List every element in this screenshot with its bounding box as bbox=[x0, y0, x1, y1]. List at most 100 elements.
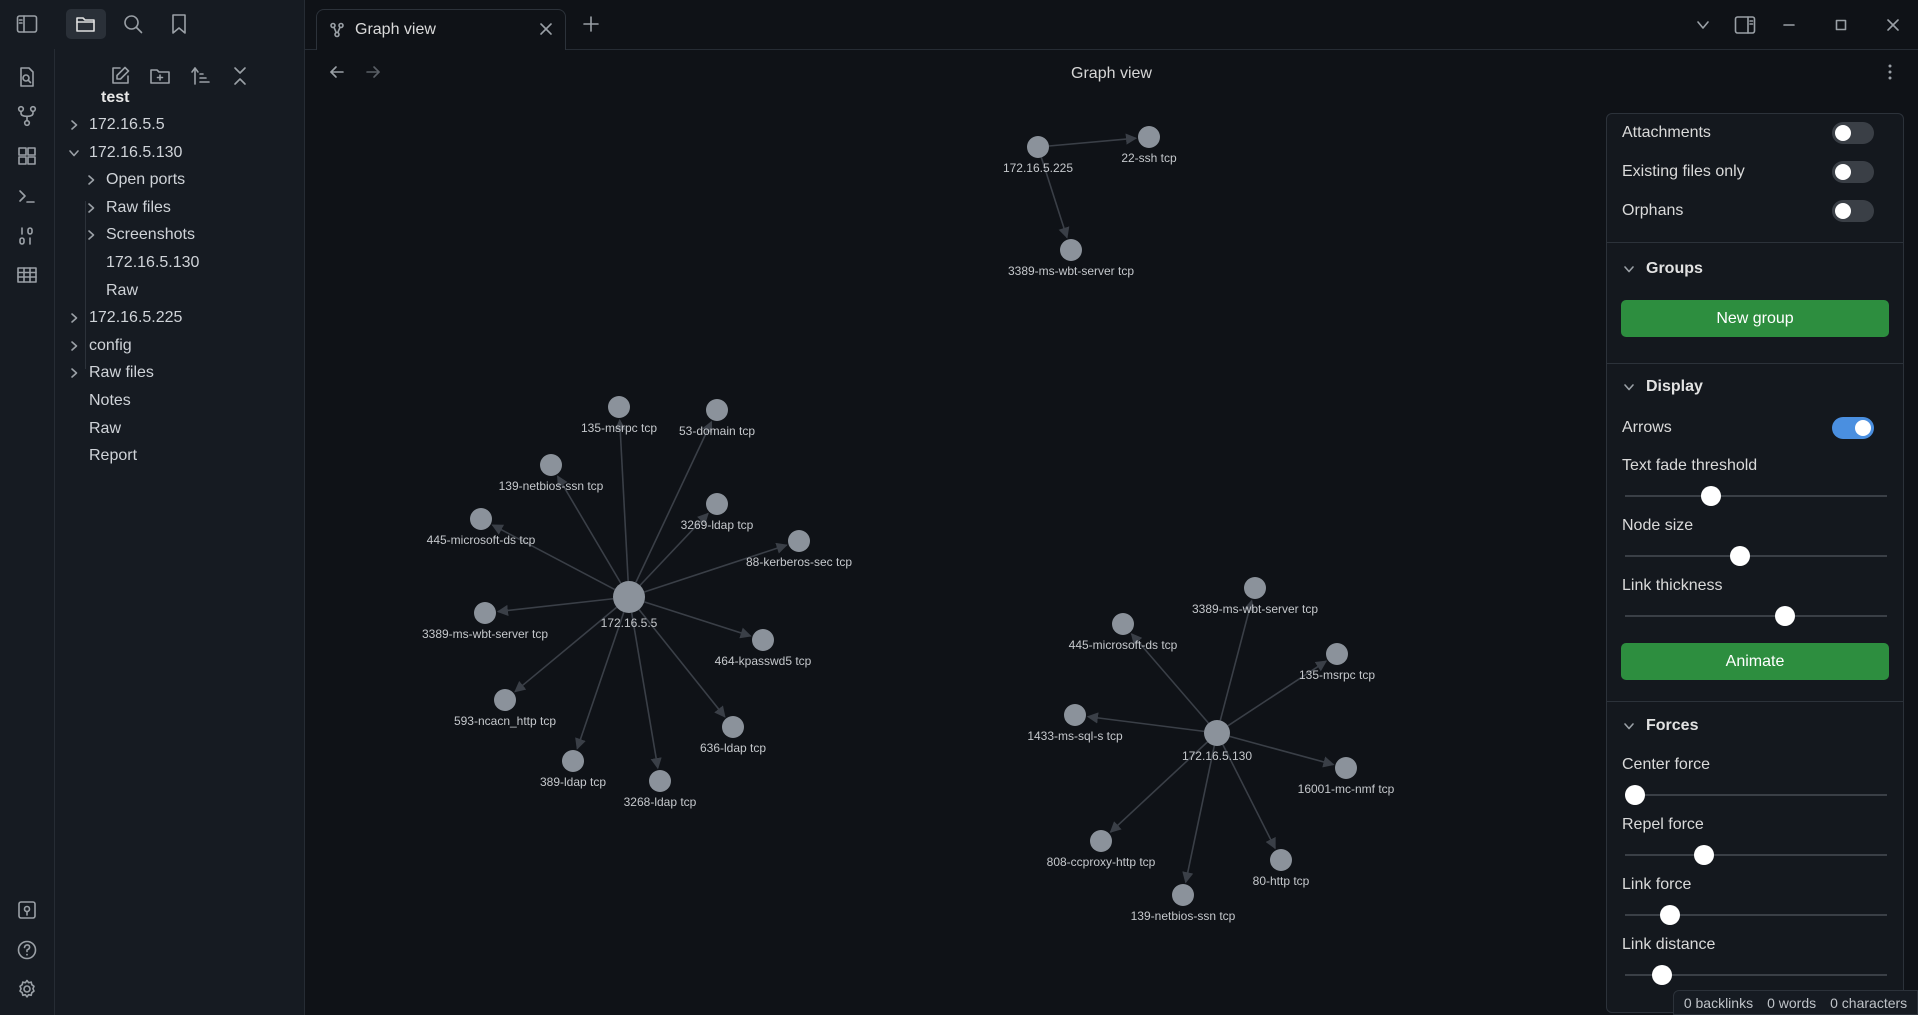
settings-button[interactable] bbox=[12, 974, 42, 1004]
graph-node-circle[interactable] bbox=[540, 454, 562, 476]
slider-thumb[interactable] bbox=[1625, 785, 1646, 805]
graph-node-circle[interactable] bbox=[1172, 884, 1194, 906]
tree-file[interactable]: Raw bbox=[65, 415, 121, 443]
binary-button[interactable] bbox=[12, 221, 42, 251]
graph-node[interactable]: 445-microsoft-ds tcp bbox=[427, 508, 536, 547]
graph-node[interactable]: 3269-ldap tcp bbox=[681, 493, 754, 532]
graph-node[interactable]: 808-ccproxy-http tcp bbox=[1047, 830, 1156, 869]
graph-node-circle[interactable] bbox=[562, 750, 584, 772]
arrows-toggle[interactable] bbox=[1832, 417, 1874, 439]
graph-node-circle[interactable] bbox=[752, 629, 774, 651]
toggle-right-sidebar-button[interactable] bbox=[1732, 12, 1758, 38]
graph-node-circle[interactable] bbox=[706, 399, 728, 421]
animate-button[interactable]: Animate bbox=[1621, 643, 1889, 680]
graph-node[interactable]: 22-ssh tcp bbox=[1121, 126, 1177, 165]
center-force-slider[interactable] bbox=[1625, 785, 1887, 805]
backlinks-count[interactable]: 0 backlinks bbox=[1683, 994, 1754, 1011]
link-force-slider[interactable] bbox=[1625, 905, 1887, 925]
graph-node-circle[interactable] bbox=[1326, 643, 1348, 665]
files-tab-button[interactable] bbox=[66, 9, 106, 39]
toggle-sidebar-button[interactable] bbox=[7, 9, 47, 39]
graph-node-circle[interactable] bbox=[1064, 704, 1086, 726]
quick-switcher-button[interactable] bbox=[12, 62, 42, 92]
vault-switcher-button[interactable] bbox=[12, 895, 42, 925]
graph-node-circle[interactable] bbox=[649, 770, 671, 792]
slider-thumb[interactable] bbox=[1774, 606, 1795, 626]
close-window-button[interactable] bbox=[1880, 12, 1906, 38]
graph-node[interactable]: 139-netbios-ssn tcp bbox=[499, 454, 604, 493]
graph-node[interactable]: 88-kerberos-sec tcp bbox=[746, 530, 852, 569]
graph-node-circle[interactable] bbox=[1060, 239, 1082, 261]
minimize-button[interactable] bbox=[1776, 12, 1802, 38]
tree-folder[interactable]: Screenshots bbox=[82, 221, 195, 249]
close-tab-icon[interactable] bbox=[537, 20, 555, 38]
node-size-slider[interactable] bbox=[1625, 546, 1887, 566]
orphans-toggle[interactable] bbox=[1832, 200, 1874, 222]
text-fade-slider[interactable] bbox=[1625, 486, 1887, 506]
vault-root[interactable]: test bbox=[101, 89, 130, 106]
slider-thumb[interactable] bbox=[1693, 845, 1714, 865]
graph-node-circle[interactable] bbox=[494, 689, 516, 711]
new-folder-button[interactable] bbox=[146, 62, 174, 90]
table-button[interactable] bbox=[12, 260, 42, 290]
graph-node-circle[interactable] bbox=[608, 396, 630, 418]
attachments-toggle[interactable] bbox=[1832, 122, 1874, 144]
graph-node[interactable]: 16001-mc-nmf tcp bbox=[1298, 757, 1395, 796]
graph-node[interactable]: 593-ncacn_http tcp bbox=[454, 689, 556, 728]
slider-thumb[interactable] bbox=[1730, 546, 1751, 566]
slider-thumb[interactable] bbox=[1651, 965, 1672, 985]
graph-node-circle[interactable] bbox=[1270, 849, 1292, 871]
new-tab-icon[interactable] bbox=[580, 13, 602, 35]
forces-section-header[interactable]: Forces bbox=[1620, 712, 1698, 740]
graph-view-button[interactable] bbox=[12, 101, 42, 131]
link-thickness-slider[interactable] bbox=[1625, 606, 1887, 626]
back-button[interactable] bbox=[325, 60, 349, 84]
graph-canvas[interactable]: 22-ssh tcp 3389-ms-wbt-server tcp 172.16.5… bbox=[305, 50, 1918, 1015]
display-section-header[interactable]: Display bbox=[1620, 373, 1703, 401]
new-group-button[interactable]: New group bbox=[1621, 300, 1889, 337]
graph-host-node[interactable]: 172.16.5.5 bbox=[601, 581, 658, 630]
graph-node[interactable]: 135-msrpc tcp bbox=[1299, 643, 1375, 682]
graph-node-circle[interactable] bbox=[470, 508, 492, 530]
new-note-button[interactable] bbox=[106, 62, 134, 90]
graph-node[interactable]: 3268-ldap tcp bbox=[624, 770, 697, 809]
graph-node[interactable]: 135-msrpc tcp bbox=[581, 396, 657, 435]
graph-node-circle[interactable] bbox=[1244, 577, 1266, 599]
repel-force-slider[interactable] bbox=[1625, 845, 1887, 865]
graph-node-circle[interactable] bbox=[1335, 757, 1357, 779]
tree-file[interactable]: Report bbox=[65, 442, 137, 470]
graph-node[interactable]: 3389-ms-wbt-server tcp bbox=[1192, 577, 1318, 616]
graph-node-circle[interactable] bbox=[1027, 136, 1049, 158]
help-button[interactable] bbox=[12, 935, 42, 965]
slider-thumb[interactable] bbox=[1701, 486, 1722, 506]
maximize-button[interactable] bbox=[1828, 12, 1854, 38]
graph-node[interactable]: 464-kpasswd5 tcp bbox=[715, 629, 812, 668]
graph-node-circle[interactable] bbox=[788, 530, 810, 552]
canvas-button[interactable] bbox=[12, 141, 42, 171]
tab-list-button[interactable] bbox=[1690, 12, 1716, 38]
tree-folder[interactable]: 172.16.5.225 bbox=[65, 304, 182, 332]
graph-node[interactable]: 3389-ms-wbt-server tcp bbox=[422, 602, 548, 641]
more-options-button[interactable] bbox=[1878, 60, 1902, 84]
tree-file[interactable]: Notes bbox=[65, 387, 131, 415]
tree-folder[interactable]: Raw files bbox=[65, 359, 154, 387]
slider-thumb[interactable] bbox=[1659, 905, 1680, 925]
graph-node[interactable]: 445-microsoft-ds tcp bbox=[1069, 613, 1178, 652]
graph-host-node[interactable]: 172.16.5.130 bbox=[1182, 720, 1252, 763]
tree-folder[interactable]: config bbox=[65, 332, 132, 360]
graph-host-node[interactable]: 172.16.5.225 bbox=[1003, 136, 1073, 175]
graph-node[interactable]: 389-ldap tcp bbox=[540, 750, 606, 789]
collapse-all-button[interactable] bbox=[226, 62, 254, 90]
tab-graph-view[interactable]: Graph view bbox=[316, 9, 566, 50]
graph-node-circle[interactable] bbox=[1204, 720, 1230, 746]
tree-file[interactable]: 172.16.5.130 bbox=[82, 249, 199, 277]
existing-files-toggle[interactable] bbox=[1832, 161, 1874, 183]
graph-node-circle[interactable] bbox=[722, 716, 744, 738]
terminal-button[interactable] bbox=[12, 181, 42, 211]
tree-folder[interactable]: Open ports bbox=[82, 166, 185, 194]
graph-node-circle[interactable] bbox=[474, 602, 496, 624]
forward-button[interactable] bbox=[361, 60, 385, 84]
graph-node[interactable]: 80-http tcp bbox=[1253, 849, 1310, 888]
graph-node[interactable]: 1433-ms-sql-s tcp bbox=[1027, 704, 1123, 743]
graph-node-circle[interactable] bbox=[1112, 613, 1134, 635]
